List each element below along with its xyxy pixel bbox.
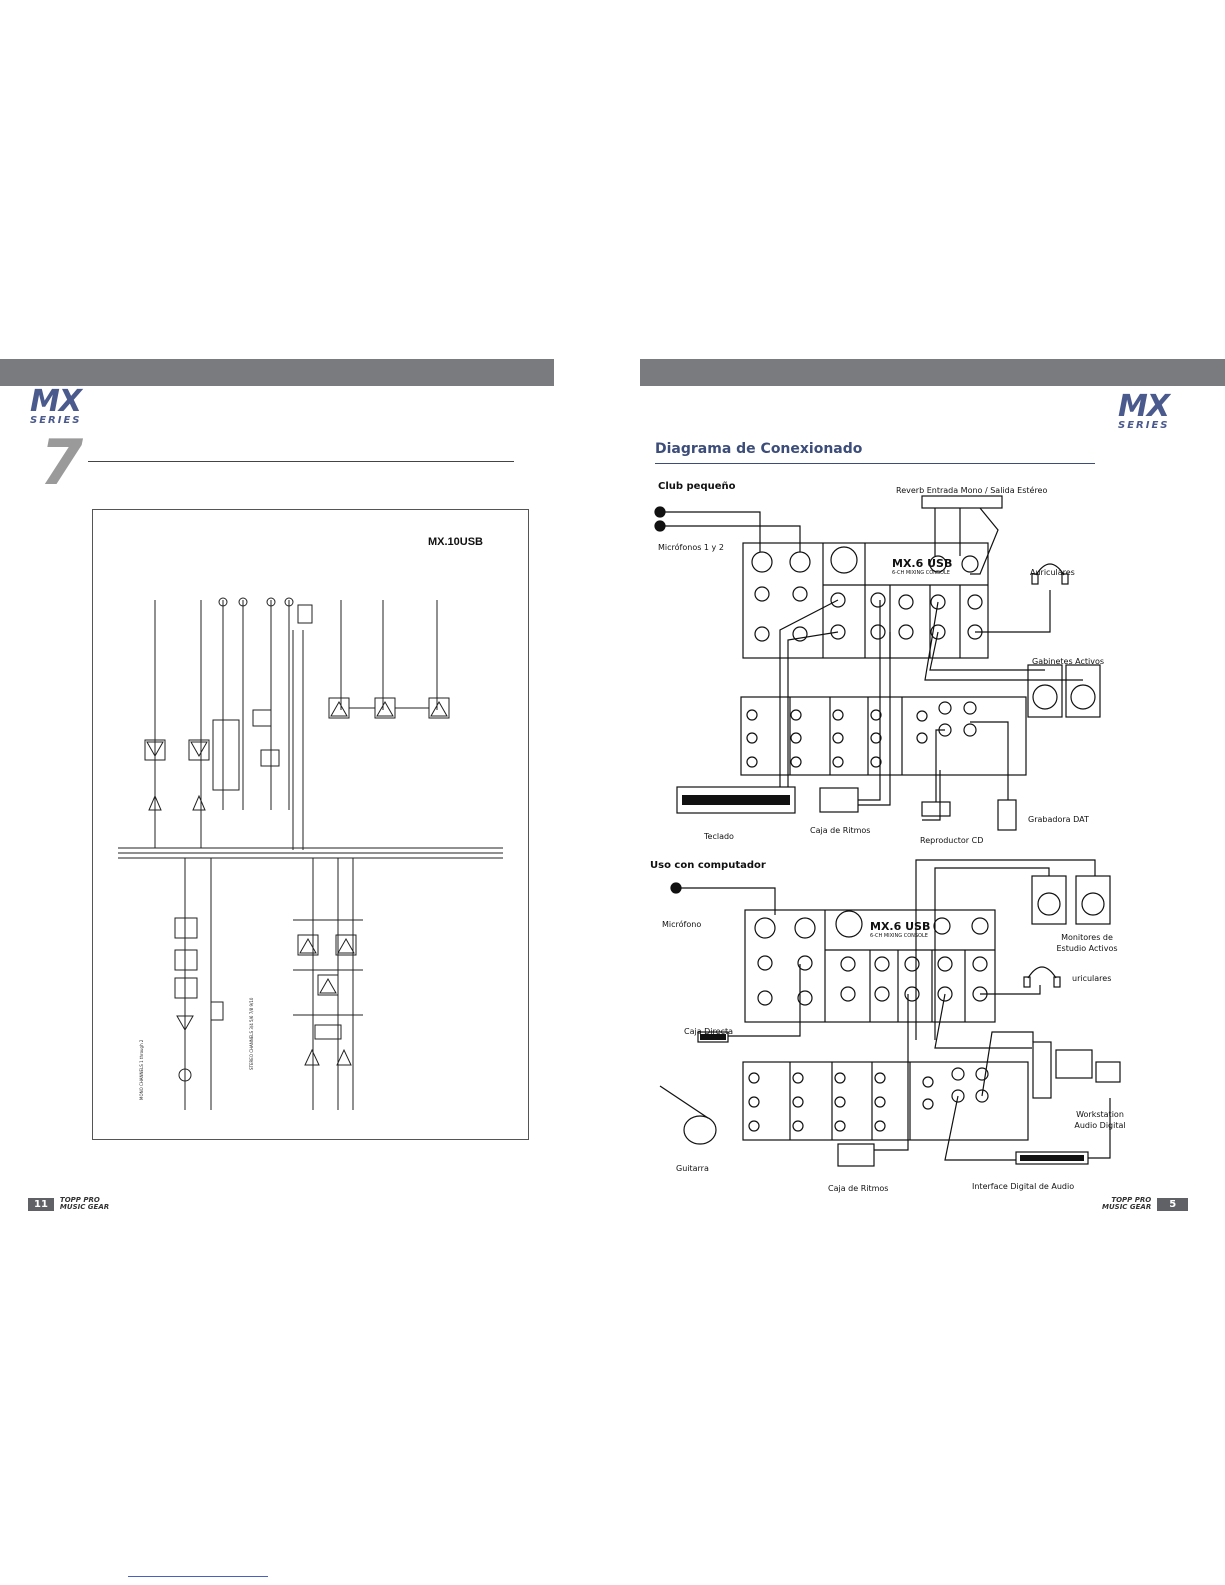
page-number: 5: [1157, 1197, 1189, 1211]
reverb-label: Reverb Entrada Mono / Salida Estéreo: [896, 486, 1048, 495]
section-number: 7: [40, 426, 84, 499]
microphone-label: Micrófono: [662, 920, 702, 929]
block-diagram: MX.10USB: [92, 509, 529, 1140]
brand-line-2: MUSIC GEAR: [1102, 1203, 1152, 1211]
logo-mx-text: MX: [1118, 389, 1170, 424]
microphones-label: Micrófonos 1 y 2: [658, 543, 724, 552]
cd-player-label: Reproductor CD: [920, 836, 984, 845]
workstation-label-2: Audio Digital: [1074, 1121, 1126, 1130]
schematic-title: MX.10USB: [427, 536, 483, 548]
logo-series-text: SERIES: [1118, 420, 1170, 431]
club-diagram: [654, 495, 1101, 831]
mx-series-logo: MX SERIES: [1118, 389, 1170, 431]
headphones-label-2: uriculares: [1072, 974, 1112, 983]
svg-text:STEREO CHANNELS 3/4 5/6 7/8 9/: STEREO CHANNELS 3/4 5/6 7/8 9/10: [249, 997, 254, 1070]
guitar-label: Guitarra: [676, 1164, 709, 1173]
audio-interface-label: Interface Digital de Audio: [972, 1182, 1075, 1191]
header-banner: [640, 359, 1225, 386]
brand-line-1: TOPP PRO: [1111, 1196, 1152, 1204]
computer-subtitle: Uso con computador: [650, 860, 766, 871]
diagram-title: Diagrama de Conexionado: [655, 441, 863, 457]
left-footer: 11 TOPP PRO MUSIC GEAR: [28, 1196, 109, 1212]
mixer-subtitle-computer: 6-CH MIXING CONSOLE: [870, 933, 928, 939]
section-rule: [88, 461, 514, 462]
left-page: MX SERIES 7 MX.10USB: [0, 0, 560, 1585]
dat-recorder-label: Grabadora DAT: [1028, 815, 1089, 824]
logo-series-text: SERIES: [30, 415, 82, 426]
page-number: 11: [28, 1197, 54, 1211]
mixer-subtitle-club: 6-CH MIXING CONSOLE: [892, 570, 950, 576]
schematic-drawing: STEREO CHANNELS 3/4 5/6 7/8 9/10 MONO CH…: [118, 597, 503, 1110]
title-rule: [655, 463, 1095, 464]
active-cabinets-label: Gabinetes Activos: [1032, 657, 1105, 666]
computer-diagram: [659, 859, 1121, 1167]
mx-series-logo: MX SERIES: [30, 384, 82, 426]
header-banner: [0, 359, 554, 386]
mixer-model-club: MX.6 USB: [892, 557, 953, 570]
club-subtitle: Club pequeño: [658, 481, 736, 492]
workstation-label-1: Workstation: [1076, 1110, 1124, 1119]
right-footer: TOPP PRO MUSIC GEAR 5: [1102, 1196, 1189, 1212]
brand-line-2: MUSIC GEAR: [59, 1203, 110, 1211]
right-page: MX SERIES Diagrama de Conexionado Club p…: [640, 0, 1225, 1585]
keyboard-label: Teclado: [704, 832, 734, 841]
monitors-label-1: Monitores de: [1061, 933, 1113, 942]
logo-mx-text: MX: [30, 384, 82, 419]
mixer-model-computer: MX.6 USB: [870, 920, 931, 933]
headphones-label: Auriculares: [1030, 568, 1075, 577]
monitors-label-2: Estudio Activos: [1056, 944, 1118, 953]
drum-machine-label: Caja de Ritmos: [810, 826, 871, 835]
bottom-link-line: [128, 1576, 268, 1577]
svg-text:MONO CHANNELS 1 through 2: MONO CHANNELS 1 through 2: [139, 1039, 144, 1100]
drum-machine-label-2: Caja de Ritmos: [828, 1184, 889, 1193]
brand-line-1: TOPP PRO: [59, 1196, 100, 1204]
